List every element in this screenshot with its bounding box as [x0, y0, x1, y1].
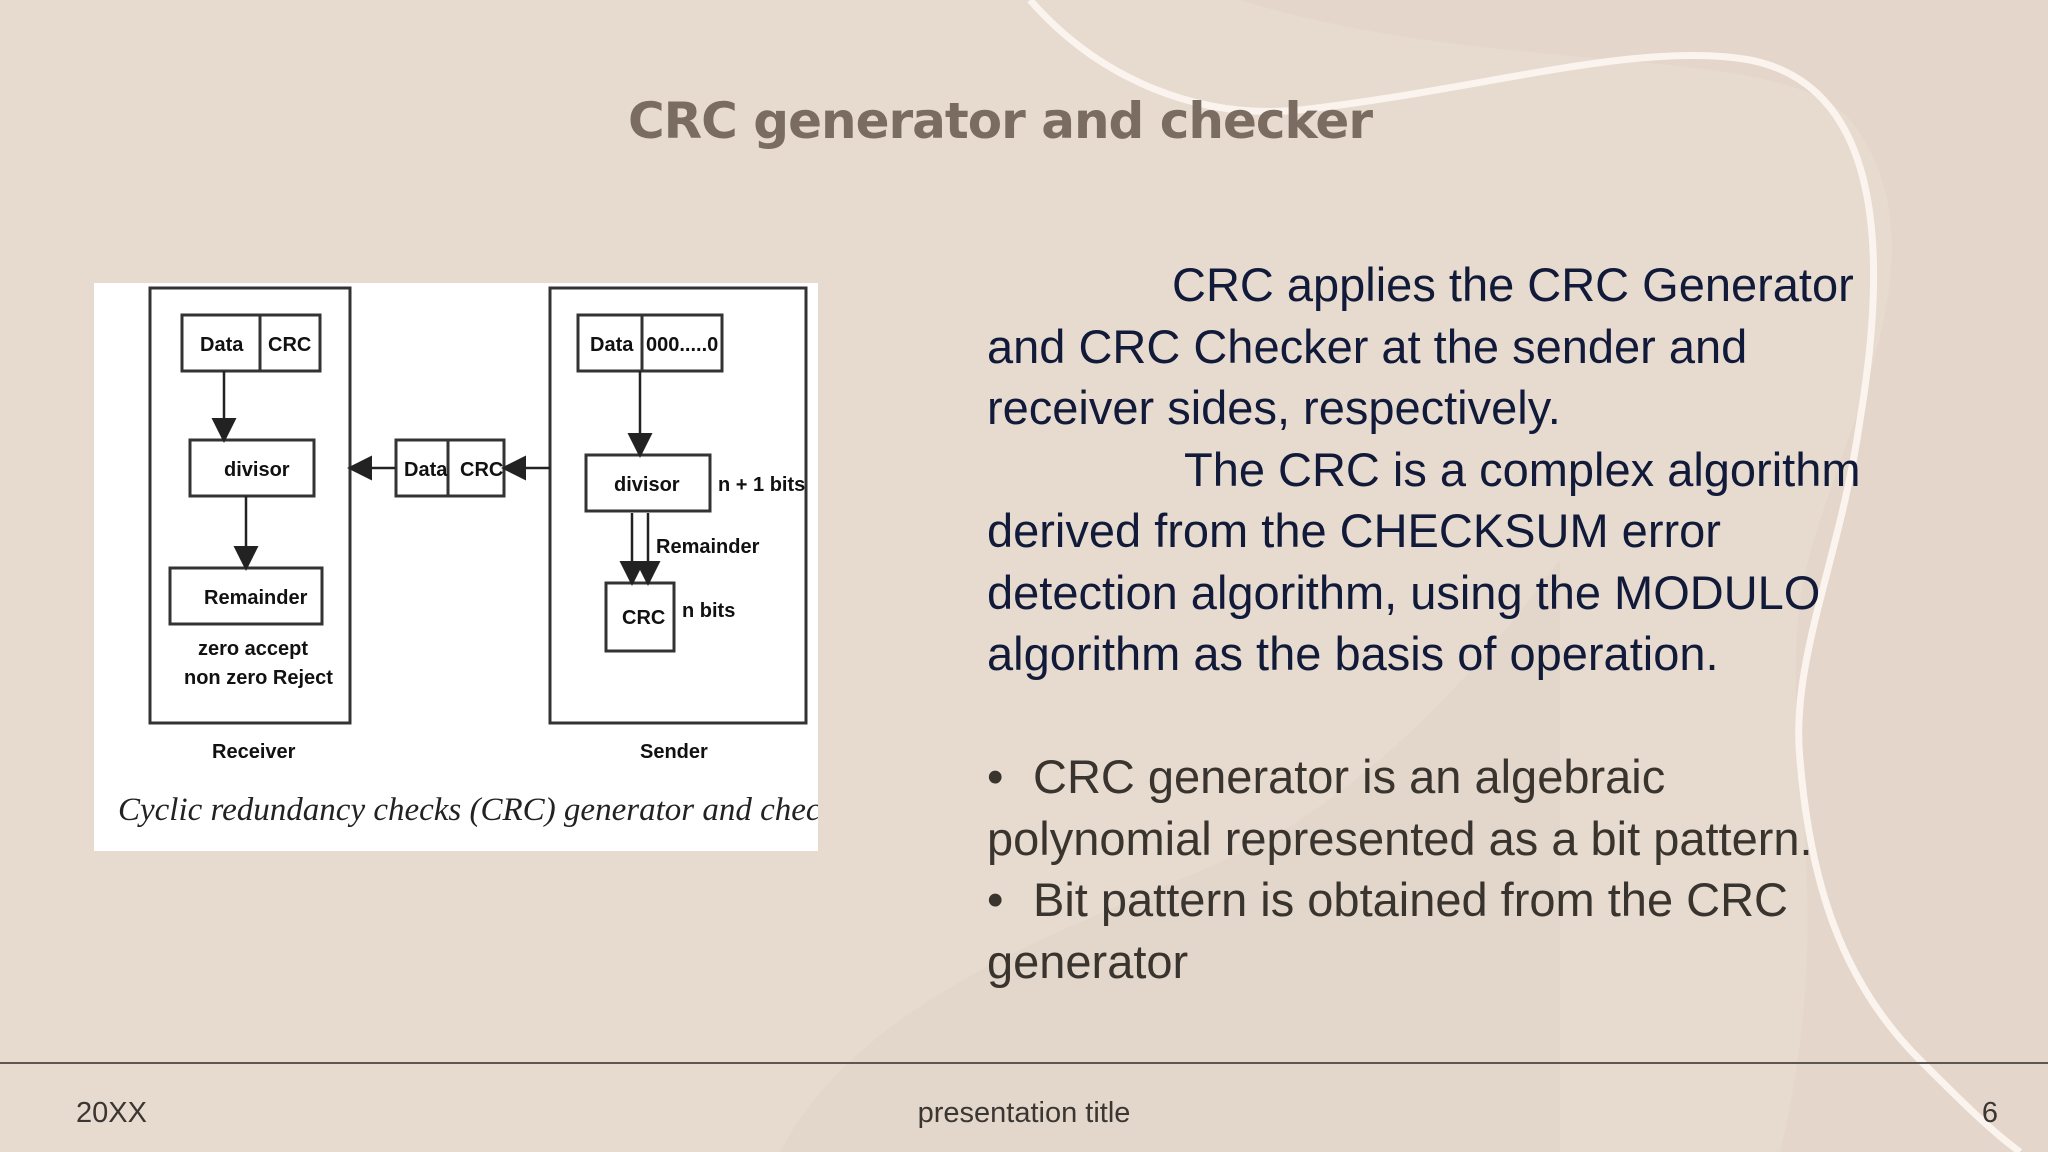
- receiver-crc-label: CRC: [268, 334, 311, 356]
- sender-data-label: Data: [590, 334, 634, 356]
- slide-body: CRC applies the CRC Generator and CRC Che…: [987, 254, 1947, 992]
- receiver-data-crc-box: [180, 313, 322, 373]
- bullet-dot-icon: •: [987, 750, 1004, 803]
- channel-crc-label: CRC: [460, 459, 503, 481]
- bullet-2-line-2: generator: [987, 934, 1189, 988]
- sender-zeros-label: 000.....0: [646, 334, 718, 356]
- paragraph-1: CRC applies the CRC Generator and CRC Che…: [987, 254, 1947, 439]
- receiver-divisor-box: [188, 438, 316, 498]
- receiver-divisor-label: divisor: [224, 459, 290, 481]
- sender-box: [548, 286, 808, 725]
- bullet-dot-icon: •: [987, 873, 1004, 926]
- paragraph-2-line-1: The CRC is a complex algorithm: [1184, 442, 1861, 496]
- figure-caption: Cyclic redundancy checks (CRC) generator…: [118, 792, 818, 828]
- sender-divisor-label: divisor: [614, 474, 680, 496]
- paragraph-2: The CRC is a complex algorithm derived fr…: [987, 439, 1947, 685]
- channel-data-label: Data: [404, 459, 448, 481]
- crc-diagram: Data CRC divisor Remainder zero accept n…: [118, 286, 818, 828]
- paragraph-2-line-2: derived from the CHECKSUM error: [987, 504, 1721, 557]
- n-plus-1-bits-label: n + 1 bits: [718, 474, 805, 496]
- bullet-1-line-1: CRC generator is an algebraic: [1033, 750, 1666, 803]
- non-zero-reject-label: non zero Reject: [184, 667, 333, 689]
- receiver-label: Receiver: [212, 741, 296, 763]
- bullet-2-line-1: Bit pattern is obtained from the CRC: [1033, 873, 1788, 926]
- n-bits-label: n bits: [682, 600, 735, 622]
- receiver-box: [148, 286, 352, 725]
- footer-page-number: 6: [1981, 1097, 1998, 1129]
- bullet-list: • CRC generator is an algebraic polynomial…: [987, 746, 1947, 992]
- bullet-item-2: • Bit pattern is obtained from the CRC gen…: [987, 869, 1947, 992]
- receiver-remainder-label: Remainder: [204, 587, 308, 609]
- sender-remainder-label: Remainder: [656, 536, 760, 558]
- slide-title: CRC generator and checker: [627, 92, 1373, 150]
- paragraph-1-line-2: and CRC Checker at the sender and: [987, 319, 1748, 373]
- sender-label: Sender: [640, 741, 708, 763]
- bullet-item-1: • CRC generator is an algebraic polynomial…: [987, 746, 1947, 869]
- footer-divider: [0, 1062, 2048, 1064]
- paragraph-1-line-3: receiver sides, respectively.: [987, 381, 1561, 434]
- footer-date: 20XX: [76, 1097, 147, 1129]
- sender-data-zeros-box: [576, 313, 724, 373]
- sender-crc-label: CRC: [622, 607, 665, 629]
- receiver-data-label: Data: [200, 334, 244, 356]
- footer-presentation-title: presentation title: [917, 1097, 1131, 1129]
- paragraph-2-line-4: algorithm as the basis of operation.: [987, 627, 1719, 680]
- paragraph-1-line-1: CRC applies the CRC Generator: [1172, 258, 1854, 311]
- zero-accept-label: zero accept: [198, 638, 308, 660]
- crc-diagram-figure: Data CRC divisor Remainder zero accept n…: [94, 283, 818, 851]
- paragraph-2-line-3: detection algorithm, using the MODULO: [987, 565, 1821, 619]
- bullet-1-line-2: polynomial represented as a bit pattern.: [987, 811, 1813, 865]
